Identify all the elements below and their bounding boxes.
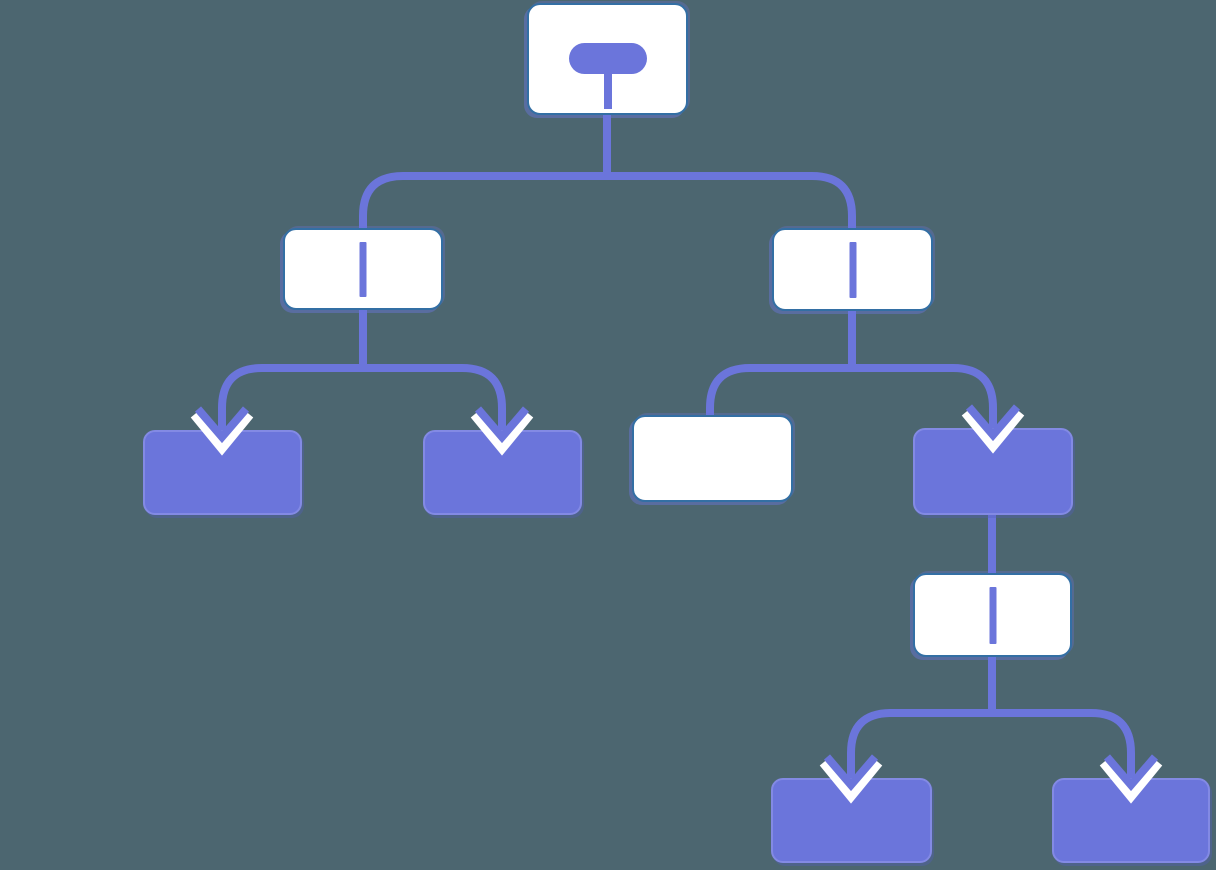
node-leaf-bottom-b[interactable] [1052,778,1210,863]
start-pill-icon [568,43,647,74]
node-leaf-bottom-a[interactable] [771,778,932,863]
node-branch-left[interactable] [283,228,443,310]
node-root[interactable] [527,3,688,115]
node-branch-bottom[interactable] [913,573,1072,657]
node-branch-right[interactable] [772,228,933,311]
node-leaf-left-a[interactable] [143,430,302,515]
node-leaf-mid[interactable] [913,428,1073,515]
connector-bar-icon [989,587,996,644]
node-step-white[interactable] [632,415,793,502]
start-pill-stem [603,71,612,109]
connector-bar-icon [359,242,367,297]
node-leaf-left-b[interactable] [423,430,582,515]
connector-bar-icon [849,242,856,298]
